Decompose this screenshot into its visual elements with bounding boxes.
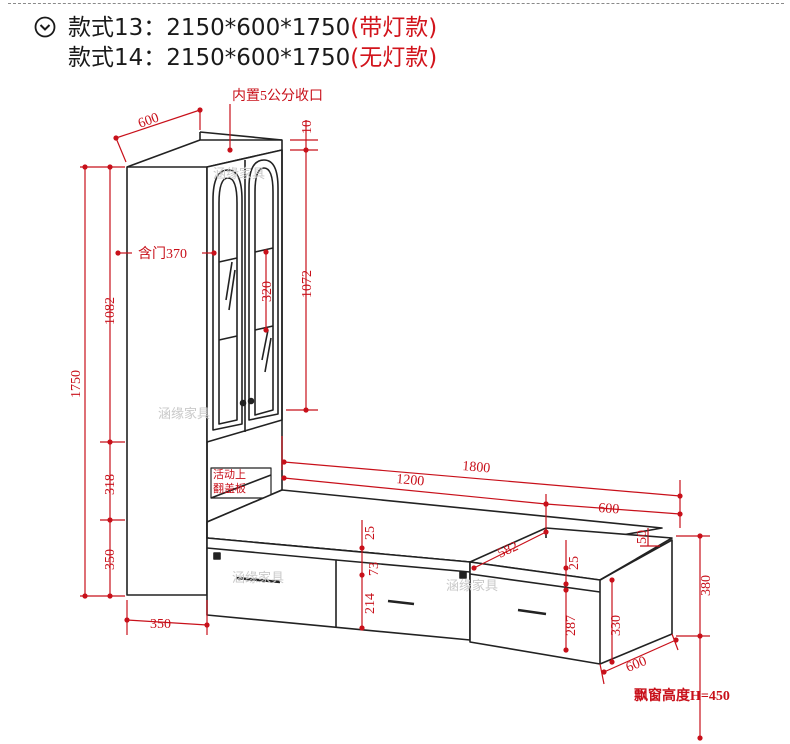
dimension-lines: [80, 104, 710, 741]
dim-side-length: 600: [598, 501, 620, 517]
style-14-variant: (无灯款): [350, 45, 438, 71]
style-13-spec: 款式13：2150*600*1750: [68, 15, 351, 41]
dim-upper-height: 1082: [103, 297, 118, 325]
dim-right-drawer: 287: [564, 615, 579, 636]
dim-right-bottom-depth: 600: [624, 654, 649, 676]
flap-note-2: 翻盖板: [213, 481, 246, 495]
dim-right-height: 380: [699, 575, 714, 596]
style-14-spec: 款式14：2150*600*1750: [68, 45, 351, 71]
style-13-line: 款式13：2150*600*1750(带灯款): [34, 13, 437, 43]
watermark-right: 涵缘家具: [446, 578, 498, 594]
dim-glass-height: 1072: [300, 270, 315, 298]
dim-cab-depth-top: 600: [136, 110, 161, 131]
header: 款式13：2150*600*1750(带灯款) 款式14：2150*600*17…: [34, 13, 437, 73]
dimension-labels: 内置5公分收口 600 10 1750 1082 1072 320 含门370 …: [69, 88, 730, 704]
flap-note-1: 活动上: [213, 468, 246, 481]
shelf-note: 内置5公分收口: [232, 88, 323, 104]
dim-top-thickness: 25: [363, 526, 378, 540]
dim-base-width: 350: [150, 617, 171, 632]
dim-drawer-height: 214: [363, 593, 378, 614]
dim-right-top: 25: [567, 556, 582, 570]
style-13-variant: (带灯款): [350, 15, 438, 41]
bay-window-height: 飘窗高度H=450: [634, 687, 730, 704]
furniture-outline: [126, 131, 673, 665]
door-note: 含门370: [138, 246, 187, 262]
chevron-down-circle-icon[interactable]: [34, 16, 56, 38]
dim-overall-length: 1800: [462, 459, 491, 476]
watermark-bench: 涵缘家具: [232, 570, 284, 586]
watermark-left: 涵缘家具: [158, 406, 210, 422]
top-dashed-divider: [8, 3, 784, 4]
watermark-top: 涵缘家具: [213, 166, 265, 182]
dim-drawer-front: 73: [367, 562, 382, 576]
watermarks: 涵缘家具 涵缘家具 涵缘家具 涵缘家具: [158, 166, 498, 594]
dim-right-inner: 330: [609, 615, 624, 636]
dim-total-height: 1750: [69, 370, 84, 398]
dim-middle-height: 318: [103, 474, 118, 495]
dim-top-gap: 10: [300, 120, 315, 134]
dim-right-gap: 50: [635, 530, 650, 544]
dim-shelf-spacing: 320: [260, 281, 275, 302]
glass-cabinet: [206, 149, 283, 443]
dim-bottom-height: 350: [103, 549, 118, 570]
style-14-line: 款式14：2150*600*1750(无灯款): [34, 43, 437, 73]
dim-bench-length: 1200: [396, 472, 425, 489]
